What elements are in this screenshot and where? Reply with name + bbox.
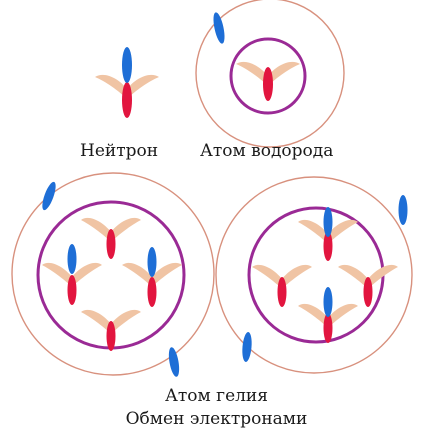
helium-left-nucleon-1-core <box>107 229 116 259</box>
electron-exchange-caption: Обмен электронами <box>0 409 433 429</box>
hydrogen-atom <box>196 0 344 147</box>
hydrogen-proton-core <box>263 67 273 101</box>
neutron-blue-core <box>122 47 132 83</box>
helium-right-electron-2 <box>241 332 253 363</box>
helium-left-nucleon-3-blue <box>148 247 157 277</box>
helium-left-nucleon-2-blue <box>68 244 77 274</box>
helium-left-nucleon-4-core <box>107 321 116 351</box>
helium-right-nucleon-2-core <box>278 277 287 307</box>
helium-right-nucleon-1-blue <box>324 207 333 237</box>
hydrogen-electron <box>211 11 226 44</box>
helium-right-nucleon-4-blue <box>324 287 333 317</box>
neutron-caption: Нейтрон <box>80 141 158 161</box>
helium-left-nucleon-3-core <box>148 277 157 307</box>
helium-right-nucleon-3-core <box>364 277 373 307</box>
helium-atom-left <box>12 173 214 378</box>
neutron-red-core <box>122 82 132 118</box>
helium-right-electron-1 <box>399 195 408 225</box>
helium-atom-right <box>216 177 412 373</box>
helium-left-nucleon-2-core <box>68 275 77 305</box>
hydrogen-atom-caption: Атом водорода <box>200 141 333 161</box>
neutron-particle <box>95 47 159 118</box>
helium-right-nucleon-4-core <box>324 313 333 343</box>
helium-left-electron-1 <box>40 180 59 211</box>
helium-atom-caption: Атом гелия <box>0 386 433 406</box>
